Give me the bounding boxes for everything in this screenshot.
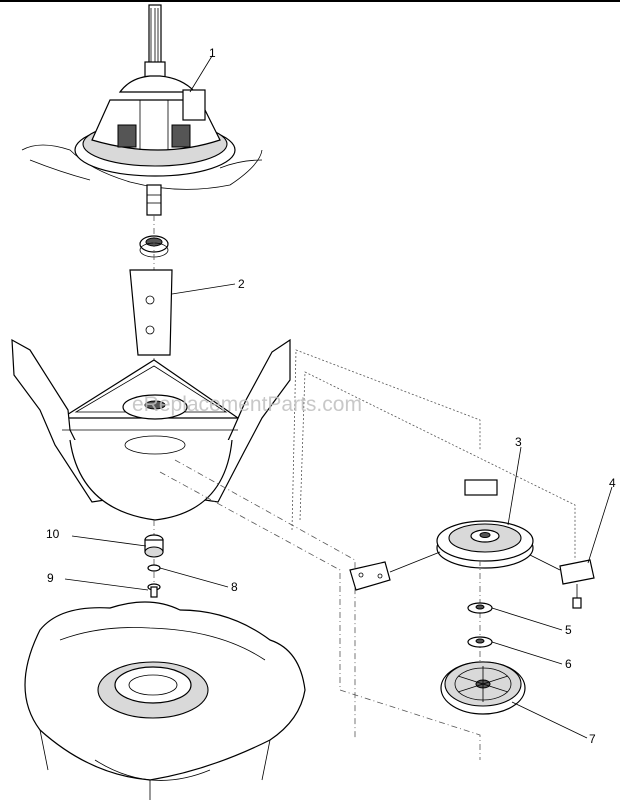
fastener-stack bbox=[144, 520, 164, 598]
callout-5: 5 bbox=[565, 623, 572, 637]
callout-7: 7 bbox=[589, 732, 596, 746]
leader-line-6 bbox=[491, 641, 563, 665]
leader-line-4 bbox=[587, 486, 613, 564]
leader-line-8 bbox=[159, 567, 229, 588]
leader-line-3 bbox=[507, 446, 522, 526]
callout-4: 4 bbox=[609, 476, 616, 490]
callout-2: 2 bbox=[238, 277, 245, 291]
transmission-assembly bbox=[21, 4, 263, 216]
leader-line-1 bbox=[189, 55, 213, 93]
drive-pulley-assembly bbox=[349, 479, 595, 609]
leader-line-9 bbox=[64, 578, 149, 591]
leader-line-10 bbox=[71, 535, 147, 547]
callout-10: 10 bbox=[46, 527, 60, 541]
leader-lines bbox=[64, 55, 613, 739]
leader-line-5 bbox=[491, 607, 563, 631]
callout-6: 6 bbox=[565, 657, 572, 671]
callout-9: 9 bbox=[47, 571, 54, 585]
callout-3: 3 bbox=[515, 435, 522, 449]
callout-1: 1 bbox=[209, 46, 216, 60]
callout-8: 8 bbox=[231, 580, 238, 594]
callout-labels: 1 2 3 4 5 6 7 8 9 10 bbox=[46, 46, 616, 746]
belt-guide-lines bbox=[159, 349, 576, 760]
mounting-bracket bbox=[11, 269, 291, 521]
leader-line-2 bbox=[171, 283, 236, 295]
leader-line-7 bbox=[511, 701, 588, 739]
tub-base bbox=[24, 601, 306, 800]
lower-pulley bbox=[440, 661, 526, 715]
watermark-text: eReplacementParts.com bbox=[132, 393, 362, 416]
